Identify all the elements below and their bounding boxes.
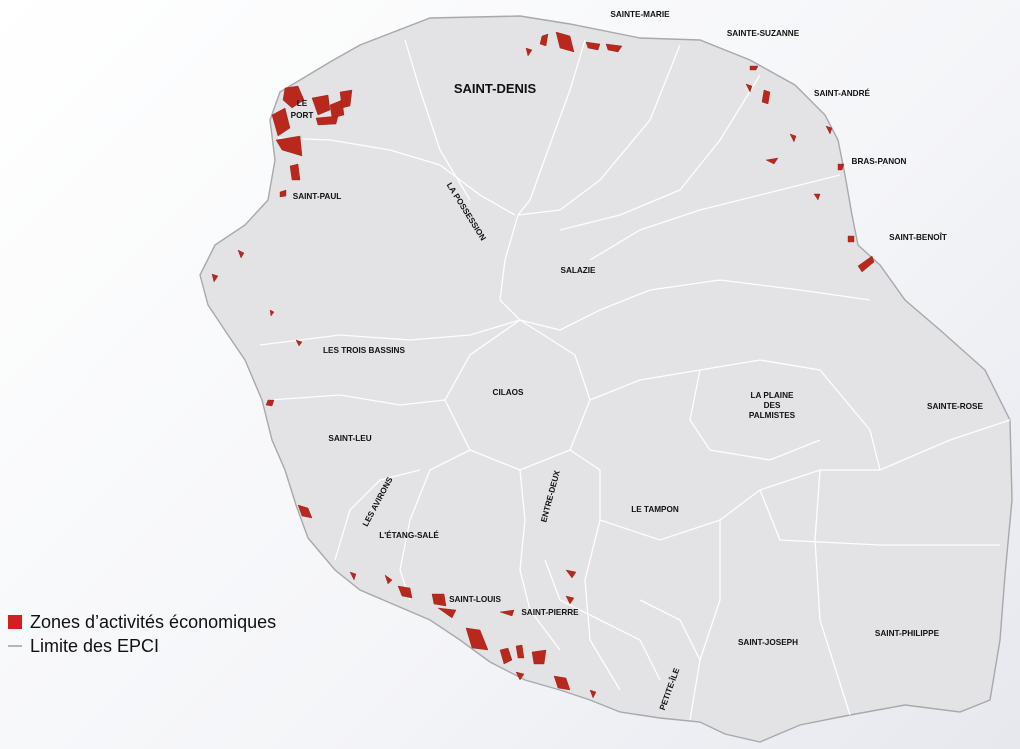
zone-patch <box>499 647 513 665</box>
label-letang-sale: L'ÉTANG-SALÉ <box>379 530 439 540</box>
zone-patch <box>437 607 457 619</box>
zone-patch <box>384 574 393 585</box>
label-sainte-rose: SAINTE-ROSE <box>927 402 983 411</box>
zone-patch <box>275 135 303 157</box>
zone-patch <box>311 94 331 116</box>
label-le-tampon: LE TAMPON <box>631 505 679 514</box>
label-le-port-line2: PORT <box>291 111 314 120</box>
legend: Zones d’activités économiques Limite des… <box>8 611 276 659</box>
zone-patch <box>329 99 345 119</box>
zone-patch <box>211 273 219 283</box>
label-saint-philippe: SAINT-PHILIPPE <box>875 629 940 638</box>
label-la-plaine-line2: DES <box>764 401 781 410</box>
zone-patch <box>397 585 413 599</box>
zone-patch <box>289 163 301 181</box>
label-les-trois-bassins: LES TROIS BASSINS <box>323 346 405 355</box>
label-saint-louis: SAINT-LOUIS <box>449 595 501 604</box>
zone-patch <box>745 83 753 93</box>
zone-patch <box>589 689 597 699</box>
zone-patch <box>749 65 759 71</box>
zone-patch <box>585 41 601 51</box>
label-saint-pierre: SAINT-PIERRE <box>521 608 579 617</box>
label-cilaos: CILAOS <box>493 388 524 397</box>
zone-patch <box>813 193 821 201</box>
zone-patch <box>297 504 313 519</box>
zone-patch <box>765 157 779 165</box>
zone-patch <box>515 644 525 659</box>
zone-patch <box>465 627 489 651</box>
zone-patch <box>531 649 547 665</box>
zone-patch <box>271 107 291 137</box>
zone-patch <box>761 89 771 105</box>
label-saint-leu: SAINT-LEU <box>328 434 371 443</box>
zone-patch <box>847 235 855 243</box>
zone-patch <box>269 309 275 317</box>
zone-patch <box>339 89 353 109</box>
zone-patch <box>431 593 447 607</box>
label-saint-paul: SAINT-PAUL <box>293 192 342 201</box>
label-la-plaine-line1: LA PLAINE <box>751 391 794 400</box>
zone-patch <box>315 115 339 126</box>
label-sainte-suzanne: SAINTE-SUZANNE <box>727 29 800 38</box>
zone-patch <box>499 609 515 617</box>
zones-swatch-icon <box>8 615 22 629</box>
zone-patch <box>825 125 833 135</box>
label-sainte-marie: SAINTE-MARIE <box>610 10 670 19</box>
zone-patch <box>525 47 533 57</box>
zone-patch <box>837 163 845 171</box>
zone-patch <box>857 255 875 273</box>
boundaries <box>259 39 1011 721</box>
zone-patch <box>265 399 275 407</box>
zone-patch <box>349 571 357 581</box>
zone-patch <box>282 85 305 109</box>
zone-patch <box>295 339 303 347</box>
label-saint-denis: SAINT-DENIS <box>454 81 537 96</box>
legend-zones-label: Zones d’activités économiques <box>30 611 277 632</box>
label-bras-panon: BRAS-PANON <box>852 157 907 166</box>
limit-line-icon <box>8 645 22 647</box>
legend-row-zones: Zones d’activités économiques <box>8 611 276 633</box>
label-salazie: SALAZIE <box>560 266 596 275</box>
label-la-plaine-line3: PALMISTES <box>749 411 796 420</box>
label-le-port-line1: LE <box>297 99 308 108</box>
zone-patch <box>789 133 797 143</box>
label-saint-benoit: SAINT-BENOÎT <box>889 231 947 242</box>
label-saint-joseph: SAINT-JOSEPH <box>738 638 798 647</box>
zone-patch <box>565 569 577 579</box>
zone-patch <box>553 675 571 691</box>
legend-row-limit: Limite des EPCI <box>8 635 276 657</box>
zone-patch <box>605 43 623 53</box>
zone-patch <box>555 31 575 53</box>
activity-zones <box>211 31 875 699</box>
island-shape <box>199 15 1013 743</box>
zone-patch <box>279 189 287 198</box>
zone-patch <box>565 595 575 605</box>
legend-limit-label: Limite des EPCI <box>30 635 160 656</box>
label-saint-andre: SAINT-ANDRÉ <box>814 88 870 98</box>
zone-patch <box>539 33 549 47</box>
zone-patch <box>237 249 245 259</box>
zone-patch <box>515 671 525 681</box>
